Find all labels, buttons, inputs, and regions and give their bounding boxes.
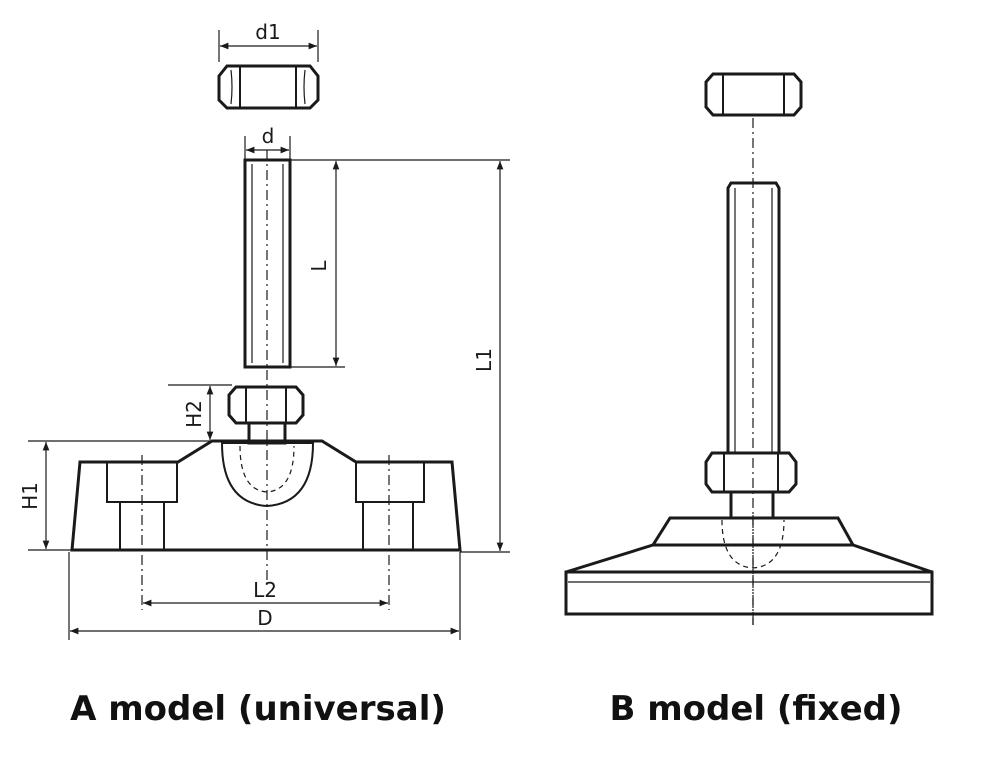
- b-stud-neck: [729, 490, 775, 520]
- a-dim-d: d: [244, 124, 291, 160]
- caption-a-model: A model (universal): [70, 689, 446, 729]
- b-model-drawing: [564, 72, 934, 625]
- b-middle-nut: [704, 451, 798, 494]
- a-middle-nut: [227, 385, 305, 425]
- a-top-nut: [217, 64, 320, 110]
- a-dim-L: L: [290, 159, 510, 368]
- caption-b-model: B model (fixed): [609, 689, 902, 729]
- a-rubber-base: [70, 439, 462, 610]
- a-model-drawing: d1 d: [18, 20, 510, 640]
- label-L2: L2: [253, 578, 277, 602]
- a-dim-L1: L1: [460, 161, 510, 553]
- a-dim-D: D: [68, 552, 461, 640]
- a-dim-d1: d1: [218, 20, 319, 62]
- a-threaded-stud: [243, 150, 292, 585]
- label-L1: L1: [472, 348, 496, 372]
- label-D: D: [257, 606, 272, 630]
- label-d: d: [262, 124, 275, 148]
- a-dim-H1: H1: [18, 440, 212, 551]
- label-H2: H2: [182, 400, 206, 428]
- b-base: [564, 515, 934, 625]
- b-top-nut: [704, 72, 803, 117]
- label-L: L: [307, 260, 331, 272]
- label-H1: H1: [18, 482, 42, 510]
- label-d1: d1: [255, 20, 280, 44]
- a-dim-H2: H2: [168, 384, 232, 440]
- a-dim-L2: L2: [143, 578, 388, 607]
